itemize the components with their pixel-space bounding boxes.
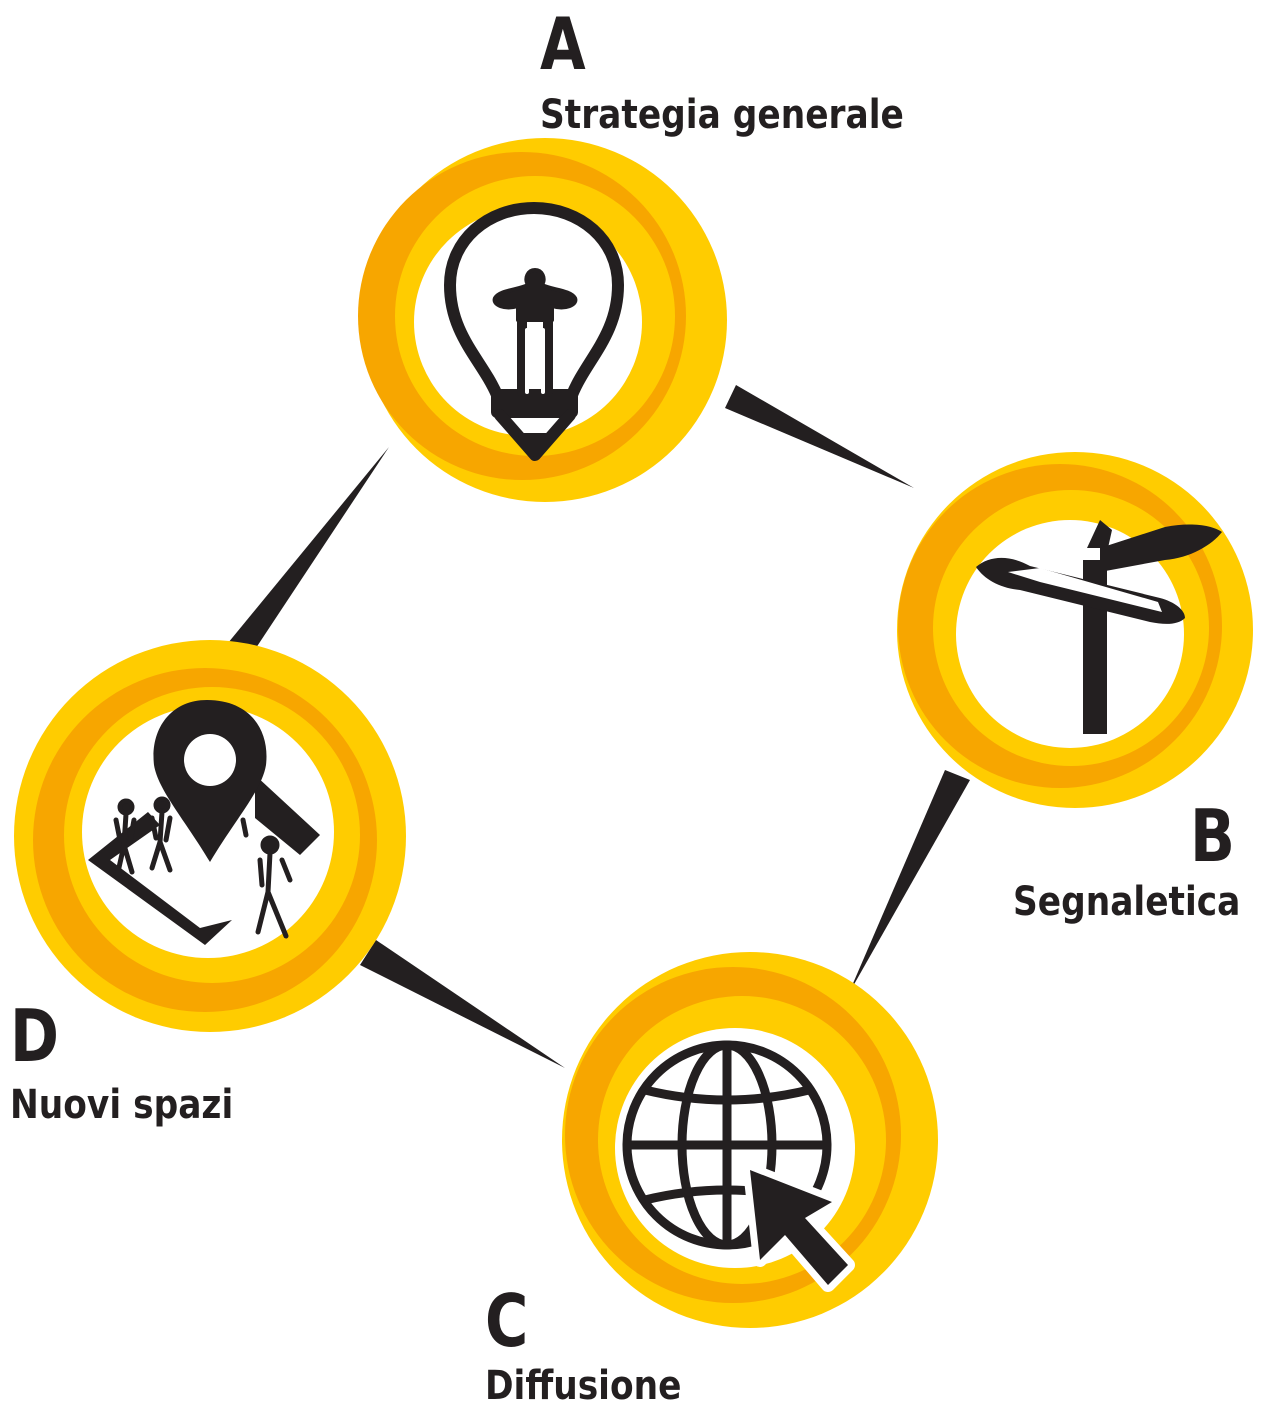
connectors	[228, 385, 970, 1068]
node-ring-b	[897, 452, 1253, 808]
node-a-letter: A	[540, 2, 586, 86]
node-d-caption: Nuovi spazi	[10, 1082, 234, 1128]
connector-a-b	[725, 385, 914, 488]
signpost-icon	[976, 520, 1222, 734]
node-c-caption: Diffusione	[485, 1363, 682, 1409]
node-c-letter: C	[485, 1279, 529, 1363]
node-b-letter: B	[1190, 794, 1236, 878]
lightbulb-icon	[444, 202, 624, 461]
connector-d-a	[228, 447, 389, 657]
connector-b-c	[848, 770, 970, 995]
node-ring-c	[562, 952, 938, 1328]
globe-cursor-icon	[622, 1040, 855, 1292]
node-b-caption: Segnaletica	[1013, 879, 1241, 925]
map-pin-people-icon	[88, 700, 320, 945]
node-d-letter: D	[10, 994, 60, 1078]
connector-c-d	[360, 940, 565, 1068]
node-a-caption: Strategia generale	[540, 92, 904, 138]
